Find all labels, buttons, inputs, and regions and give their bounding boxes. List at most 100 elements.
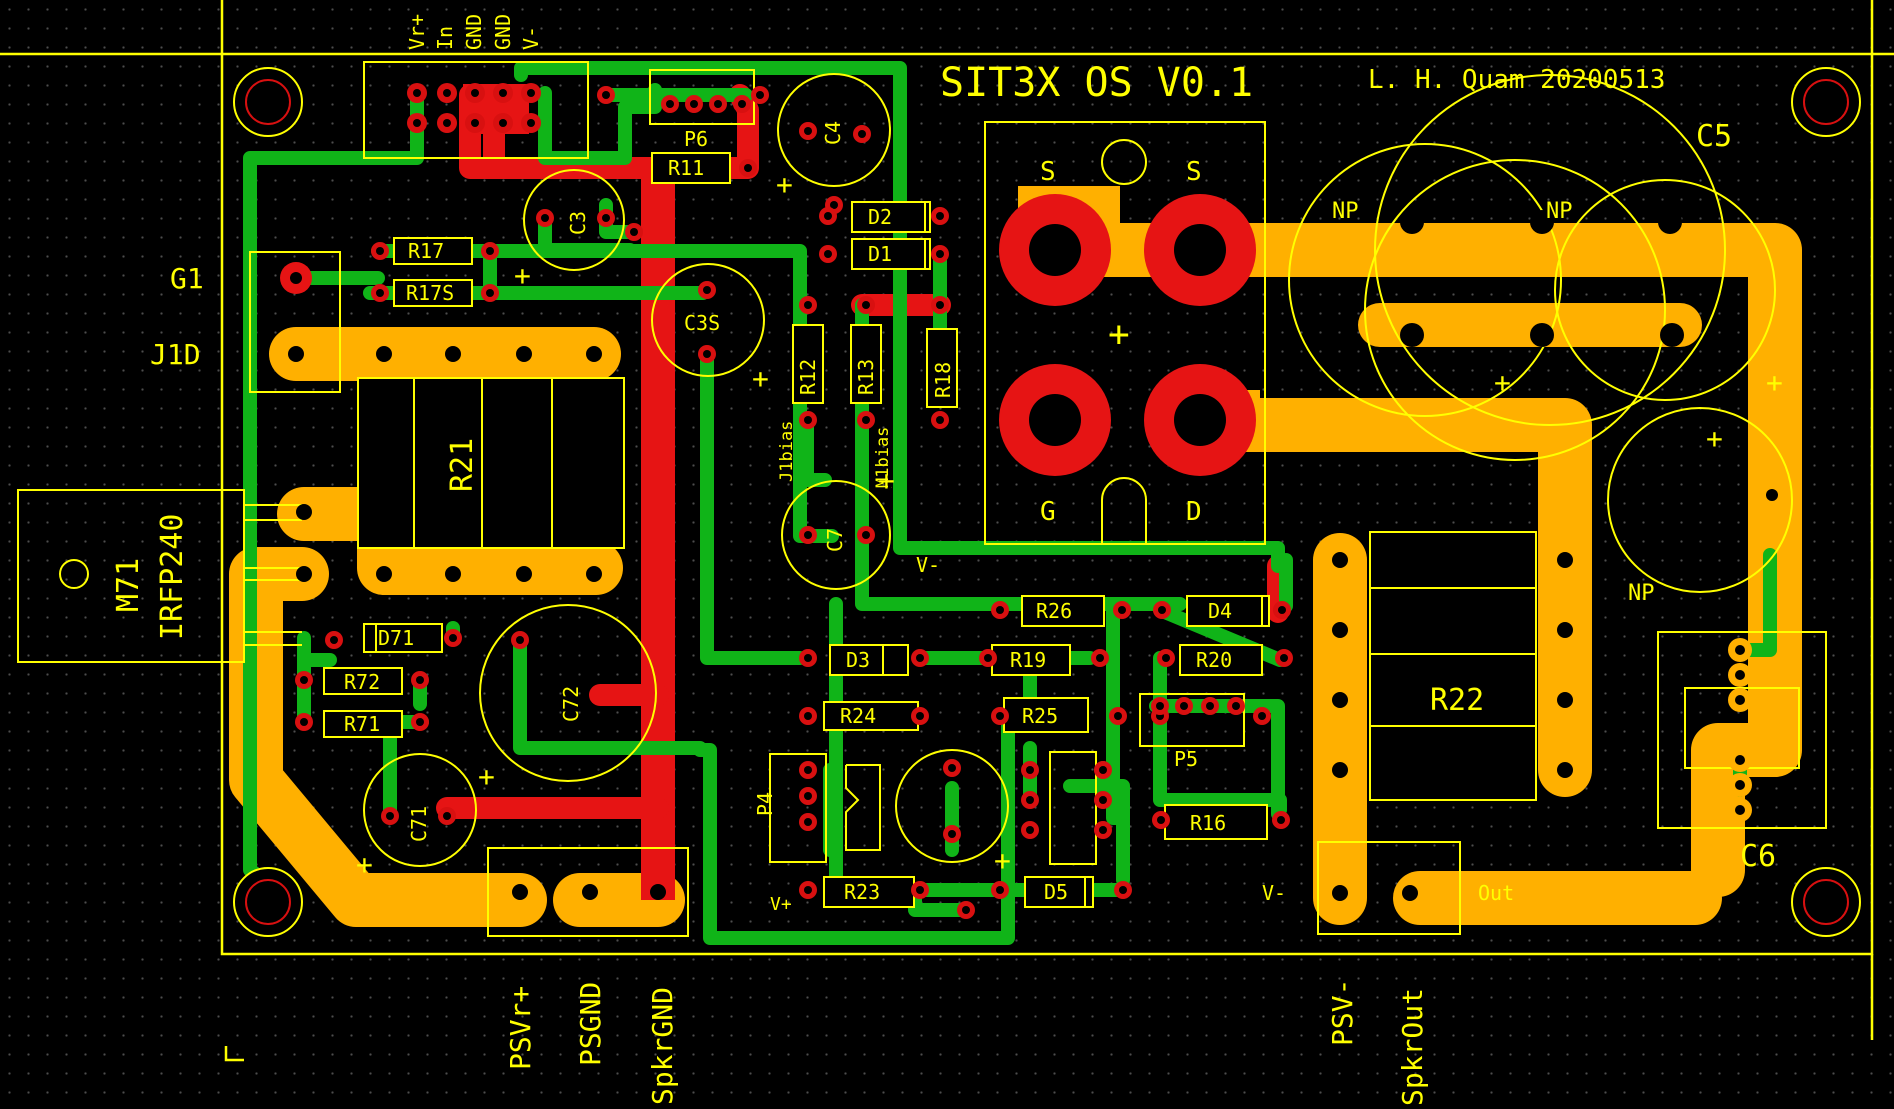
pad-drill — [1114, 712, 1122, 720]
pad-drill — [1096, 654, 1104, 662]
pad-drill — [486, 289, 494, 297]
vminus-out-label: V- — [1262, 881, 1286, 905]
pad-drill — [541, 214, 549, 222]
m71-leads — [244, 504, 312, 646]
svg-text:SpkrOut: SpkrOut — [1396, 988, 1429, 1106]
pad-drill — [1206, 702, 1214, 710]
pad-drill — [858, 130, 866, 138]
pad-drill — [1156, 702, 1164, 710]
r22-resistor — [1332, 531, 1573, 801]
svg-text:R13: R13 — [854, 359, 878, 395]
p6-label: P6 — [684, 127, 708, 151]
svg-text:+: + — [1108, 314, 1130, 355]
pad-drill — [804, 531, 812, 539]
pad-drill — [862, 531, 870, 539]
plus-markers: + + + + + + + + + + — [356, 168, 1783, 881]
j1d-pads — [280, 262, 602, 362]
p4-outline — [769, 753, 827, 863]
svg-text:S: S — [1186, 157, 1202, 187]
mounting-holes — [233, 67, 1861, 937]
svg-text:In: In — [433, 26, 457, 50]
np-label-1: NP — [1332, 199, 1359, 224]
svg-text:C3: C3 — [566, 211, 590, 235]
pad-drill — [630, 228, 638, 236]
m71-label: M71 — [111, 558, 146, 612]
svg-text:R11: R11 — [668, 156, 704, 180]
p5-label: P5 — [1174, 747, 1198, 771]
svg-text:R24: R24 — [840, 704, 876, 728]
pad-drill — [804, 416, 812, 424]
pad-drill — [300, 676, 308, 684]
pad-drill — [602, 214, 610, 222]
svg-text:+: + — [1494, 366, 1511, 399]
pad-drill — [703, 350, 711, 358]
m1bias-label: M1bias — [873, 427, 893, 488]
pad-drill — [602, 91, 610, 99]
pad-drill — [516, 636, 524, 644]
pad-drill — [804, 654, 812, 662]
pad-drill — [824, 250, 832, 258]
pad-drill — [1162, 654, 1170, 662]
pad-drill — [1280, 654, 1288, 662]
pad-drill — [804, 886, 812, 894]
pad-drill — [1099, 826, 1107, 834]
svg-text:+: + — [356, 848, 373, 881]
svg-text:PSV-: PSV- — [1326, 979, 1359, 1046]
svg-text:G: G — [1040, 497, 1056, 527]
p4-adjacent-outline — [1049, 751, 1097, 865]
svg-text:PSGND: PSGND — [574, 982, 607, 1066]
pad-drill — [443, 812, 451, 820]
pad-drill — [804, 792, 812, 800]
j1d-outline — [249, 251, 341, 393]
pad-drill — [1180, 702, 1188, 710]
pad-drill — [804, 766, 812, 774]
svg-text:R71: R71 — [344, 712, 380, 736]
svg-text:D1: D1 — [868, 242, 892, 266]
svg-text:D: D — [1186, 497, 1202, 527]
board-author: L. H. Quam 20200513 — [1368, 65, 1665, 95]
svg-text:C71: C71 — [407, 806, 431, 842]
vplus-label-2: V+ — [891, 486, 893, 488]
irfp240-label: IRFP240 — [155, 514, 190, 640]
to247-outline — [984, 121, 1266, 545]
pad-drill — [996, 886, 1004, 894]
pad-drill — [830, 201, 838, 209]
pad-drill — [1277, 816, 1285, 824]
pad-drill — [936, 212, 944, 220]
svg-text:+: + — [994, 844, 1011, 877]
svg-text:GND: GND — [462, 14, 486, 50]
svg-text:R23: R23 — [844, 880, 880, 904]
svg-text:C3S: C3S — [684, 311, 720, 335]
svg-text:R20: R20 — [1196, 648, 1232, 672]
input-header-outline — [363, 61, 589, 159]
svg-text:+: + — [878, 464, 895, 497]
power-connector-outline — [487, 847, 689, 937]
pad-drill — [1158, 606, 1166, 614]
power-connector-pads — [512, 884, 666, 900]
pad-drill — [1157, 816, 1165, 824]
svg-text:D3: D3 — [846, 648, 870, 672]
pad-drill — [862, 416, 870, 424]
pad-drill — [756, 91, 764, 99]
pad-drill — [948, 764, 956, 772]
pad-drill — [386, 812, 394, 820]
pad-drill — [948, 830, 956, 838]
pad-drill — [996, 606, 1004, 614]
pad-drill — [1026, 796, 1034, 804]
pad-drill — [1258, 712, 1266, 720]
svg-text:R18: R18 — [931, 362, 955, 398]
r21-label: R21 — [445, 438, 480, 492]
p5-outline — [1139, 693, 1245, 747]
pad-drill — [376, 289, 384, 297]
j1bias-label: J1bias — [777, 421, 797, 482]
j1d-label: J1D — [150, 338, 201, 371]
pad-drill — [449, 634, 457, 642]
output-connector-pads — [1332, 885, 1418, 901]
pad-drill — [703, 286, 711, 294]
r21-resistor — [357, 377, 625, 582]
svg-text:R16: R16 — [1190, 811, 1226, 835]
svg-text:V-: V- — [519, 26, 543, 50]
c6-pads — [1728, 638, 1752, 822]
g1-label: G1 — [170, 262, 204, 295]
